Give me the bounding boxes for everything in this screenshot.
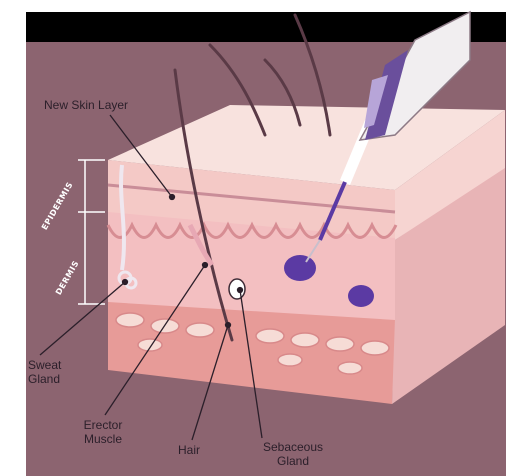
sebaceous-gland-label-line1: Sebaceous <box>255 440 331 454</box>
erector-muscle-label-line2: Muscle <box>78 432 128 446</box>
erector-muscle-label-line1: Erector <box>78 418 128 432</box>
sebaceous-gland-label-line2: Gland <box>255 454 331 468</box>
new-skin-layer-label: New Skin Layer <box>44 98 128 112</box>
follicle-bulb <box>348 285 374 307</box>
sweat-gland-label-line1: Sweat <box>28 358 61 372</box>
hair-label: Hair <box>178 443 200 457</box>
sebaceous-gland-label: Sebaceous Gland <box>255 440 331 468</box>
erector-muscle-label: Erector Muscle <box>78 418 128 446</box>
sweat-gland-label: Sweat Gland <box>28 358 61 386</box>
sweat-gland-label-line2: Gland <box>28 372 61 386</box>
treated-follicle <box>284 255 316 281</box>
